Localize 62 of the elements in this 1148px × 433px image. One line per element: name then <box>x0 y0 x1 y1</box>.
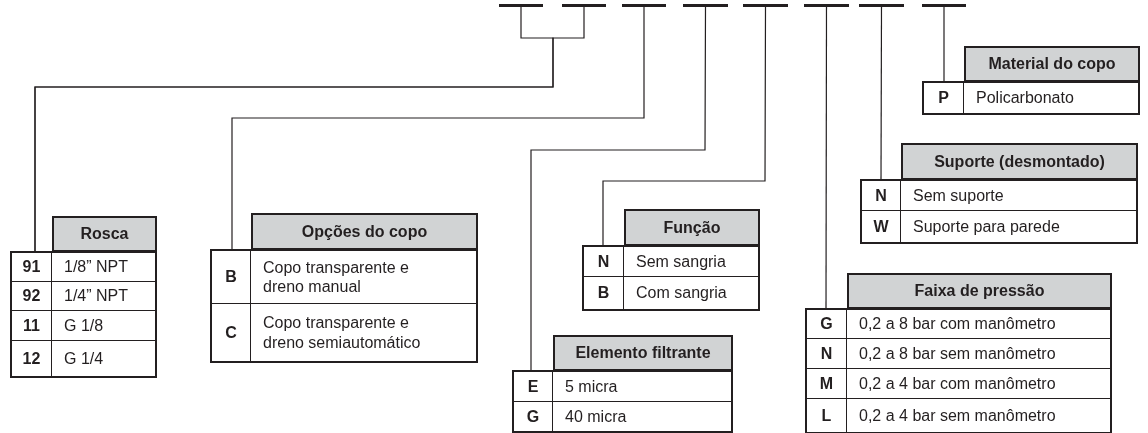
option-code: 12 <box>12 341 52 376</box>
option-code: B <box>212 251 251 304</box>
option-code: 11 <box>12 311 52 341</box>
code-table <box>582 209 760 311</box>
option-code: N <box>862 181 901 211</box>
code-table <box>512 335 733 433</box>
option-code: P <box>924 83 964 113</box>
option-description: 0,2 a 8 bar com manômetro <box>847 310 1110 339</box>
table-header: Material do copo <box>964 46 1140 82</box>
option-code: M <box>807 369 847 399</box>
option-description: Copo transparente e dreno semiautomático <box>262 313 422 353</box>
code-table <box>805 273 1112 433</box>
option-description: 0,2 a 8 bar sem manômetro <box>847 339 1110 369</box>
option-description: Copo transparente e dreno manual <box>251 251 476 304</box>
table-header: Rosca <box>52 216 157 252</box>
option-description: G 1/8 <box>52 311 155 341</box>
fill-in-line <box>562 4 606 7</box>
option-description: Policarbonato <box>975 88 1075 109</box>
option-description: Sem sangria <box>624 247 758 277</box>
option-code: B <box>584 277 624 309</box>
fill-in-line <box>804 4 849 7</box>
leader-line <box>943 6 945 82</box>
table-header: Faixa de pressão <box>847 273 1112 309</box>
fill-in-line <box>499 4 543 7</box>
leader-line <box>602 6 767 246</box>
option-code: L <box>807 399 847 432</box>
code-table <box>10 216 157 378</box>
table-header: Opções do copo <box>251 213 478 250</box>
table-header: Função <box>624 209 760 246</box>
option-description: Sem suporte <box>901 181 1136 211</box>
option-code: N <box>807 339 847 369</box>
option-description: Com sangria <box>635 283 728 304</box>
leader-line <box>880 6 883 180</box>
fill-in-line <box>859 4 904 7</box>
leader-line <box>231 6 645 250</box>
table-header: Suporte (desmontado) <box>901 143 1138 180</box>
fill-in-line <box>683 4 728 7</box>
option-code: E <box>514 372 553 402</box>
option-description: 1/4” NPT <box>52 282 155 311</box>
option-description: Suporte para parede <box>912 216 1061 237</box>
option-description: 5 micra <box>553 372 731 402</box>
option-description: 40 micra <box>564 406 628 427</box>
option-description: 0,2 a 4 bar com manômetro <box>847 369 1110 399</box>
option-code: N <box>584 247 624 277</box>
option-code: W <box>862 211 901 242</box>
option-description: 1/8” NPT <box>52 253 155 282</box>
leader-line <box>825 6 828 309</box>
option-code: G <box>807 310 847 339</box>
option-description: G 1/4 <box>63 348 105 369</box>
code-table <box>210 213 478 363</box>
option-code: 91 <box>12 253 52 282</box>
option-code: G <box>514 402 553 431</box>
code-table <box>860 143 1138 244</box>
option-code: 92 <box>12 282 52 311</box>
option-description: 0,2 a 4 bar sem manômetro <box>858 405 1057 426</box>
fill-in-line <box>622 4 666 7</box>
leader-line <box>530 6 707 371</box>
fill-in-line <box>743 4 788 7</box>
code-table <box>922 46 1140 115</box>
table-header: Elemento filtrante <box>553 335 733 371</box>
fill-in-line <box>922 4 966 7</box>
option-code: C <box>212 304 251 361</box>
